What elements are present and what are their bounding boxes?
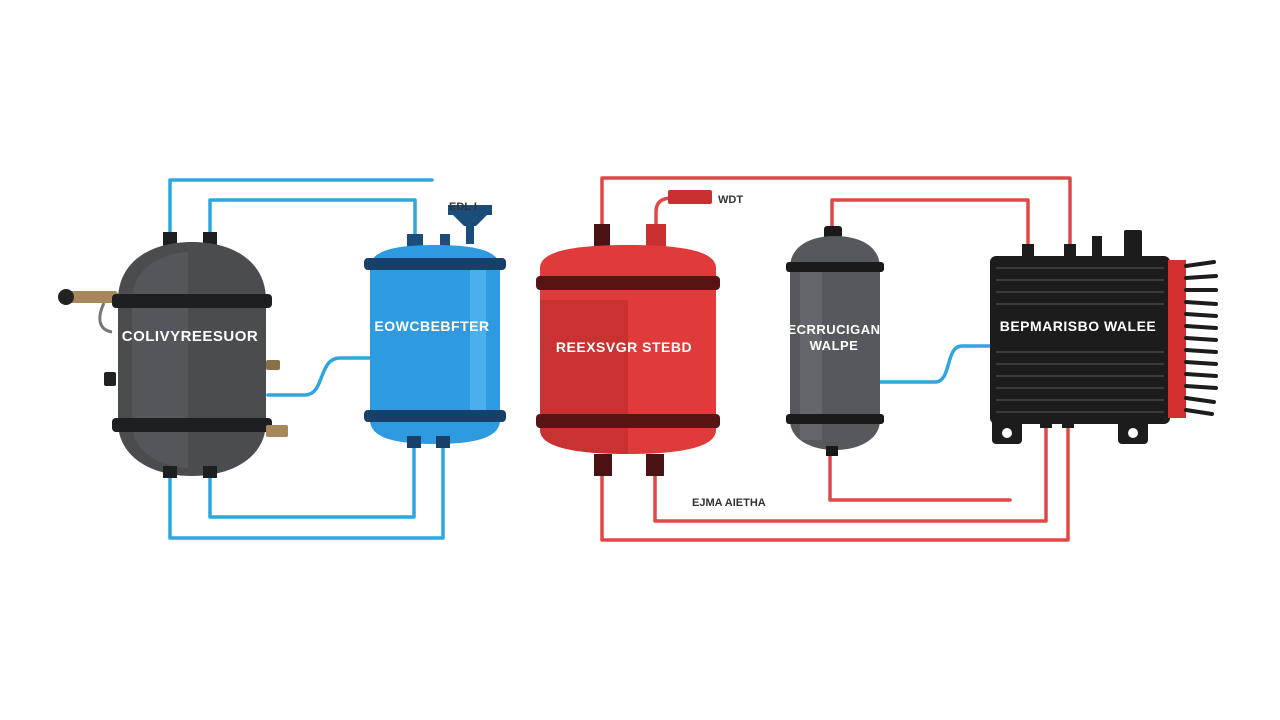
compressor-port-right [203,232,217,246]
top-gauge-annotation: EDL I [449,201,477,213]
expansion-band-top [786,262,884,272]
hot-line-bottom-inner [653,423,1048,523]
compressor-side-fitting [66,291,118,303]
receiver-port-bottom-left [594,454,612,476]
evaporator-bottom-port-1 [1040,418,1052,428]
evaporator-label: BEPMARISBO WALEE [1000,318,1157,334]
condenser-port-bottom-right [436,436,450,448]
evaporator-bottom-port-2 [1062,418,1074,428]
compressor-side-hose [98,302,113,334]
compressor-port-bottom-right [203,466,217,478]
cold-line-right [873,344,994,384]
receiver-label: REEXSVGR STEBD [556,339,692,355]
condenser-shine [470,268,486,418]
hot-lines [600,176,1072,542]
condenser: EOWCBEBFTER [364,205,506,448]
condenser-gauge-top [448,205,492,215]
compressor-band-top [112,294,272,308]
evaporator-fins [1184,260,1218,416]
condenser-port-top-right [440,234,450,248]
top-right-annotation: WDT [718,194,743,206]
expansion-label-line1: ECRRUCIGAN [787,322,880,337]
evaporator-top-connector-2 [1124,230,1142,260]
condenser-band-bottom [364,410,506,422]
hot-line-top-inner [830,198,1030,257]
receiver-band-top [536,276,720,290]
condenser-band-top [364,258,506,270]
expansion-valve: ECRRUCIGAN WALPE [786,226,884,456]
compressor: COLIVYREESUOR [58,232,288,478]
receiver-gauge [668,190,712,204]
hot-line-return [828,448,1012,502]
condenser-port-top-left [407,234,423,248]
condenser-port-bottom-left [407,436,421,448]
compressor-knob-right-1 [266,360,280,370]
receiver-port-top-left [594,224,610,248]
evaporator-foot-hole-left [1002,428,1012,438]
compressor-knob-right-2 [266,425,288,437]
receiver-band-bottom [536,414,720,428]
compressor-label: COLIVYREESUOR [122,328,259,345]
compressor-band-bottom [112,418,272,432]
cold-line-top-outer [168,178,434,242]
compressor-port-left [163,232,177,246]
cold-line-bottom-inner [208,440,416,519]
bottom-annotation: EJMA AIETHA [692,497,766,509]
compressor-fitting-cap [58,289,74,305]
evaporator-top-port-1 [1022,244,1034,258]
expansion-band-bottom [786,414,884,424]
cold-line-top-inner [208,198,417,242]
receiver-port-top-right [646,224,666,248]
hot-line-top-outer [600,176,1072,262]
evaporator-foot-hole-right [1128,428,1138,438]
compressor-port-bottom-left [163,466,177,478]
hot-line-bottom-outer [600,423,1070,542]
receiver-shade [540,300,628,454]
compressor-knob-left [104,372,116,386]
evaporator-top-connector-1 [1092,236,1102,260]
evaporator-top-port-2 [1064,244,1076,258]
evaporator-grille [996,267,1164,413]
cold-line-bottom-outer [168,440,445,540]
expansion-shade [800,270,822,440]
condenser-body [370,245,500,444]
compressor-highlight [132,252,188,468]
evaporator: BEPMARISBO WALEE [990,230,1218,444]
condenser-label: EOWCBEBFTER [374,318,489,334]
receiver-port-bottom-right [646,454,664,476]
expansion-label-line2: WALPE [810,338,859,353]
condenser-gauge-funnel [452,214,488,226]
cold-line-mid [266,356,374,397]
cold-lines [168,178,994,540]
receiver: REEXSVGR STEBD [536,190,720,476]
evaporator-body [990,256,1170,424]
condenser-gauge-stem [466,224,474,244]
evaporator-accent-panel [1168,260,1186,418]
expansion-port-bottom [826,446,838,456]
